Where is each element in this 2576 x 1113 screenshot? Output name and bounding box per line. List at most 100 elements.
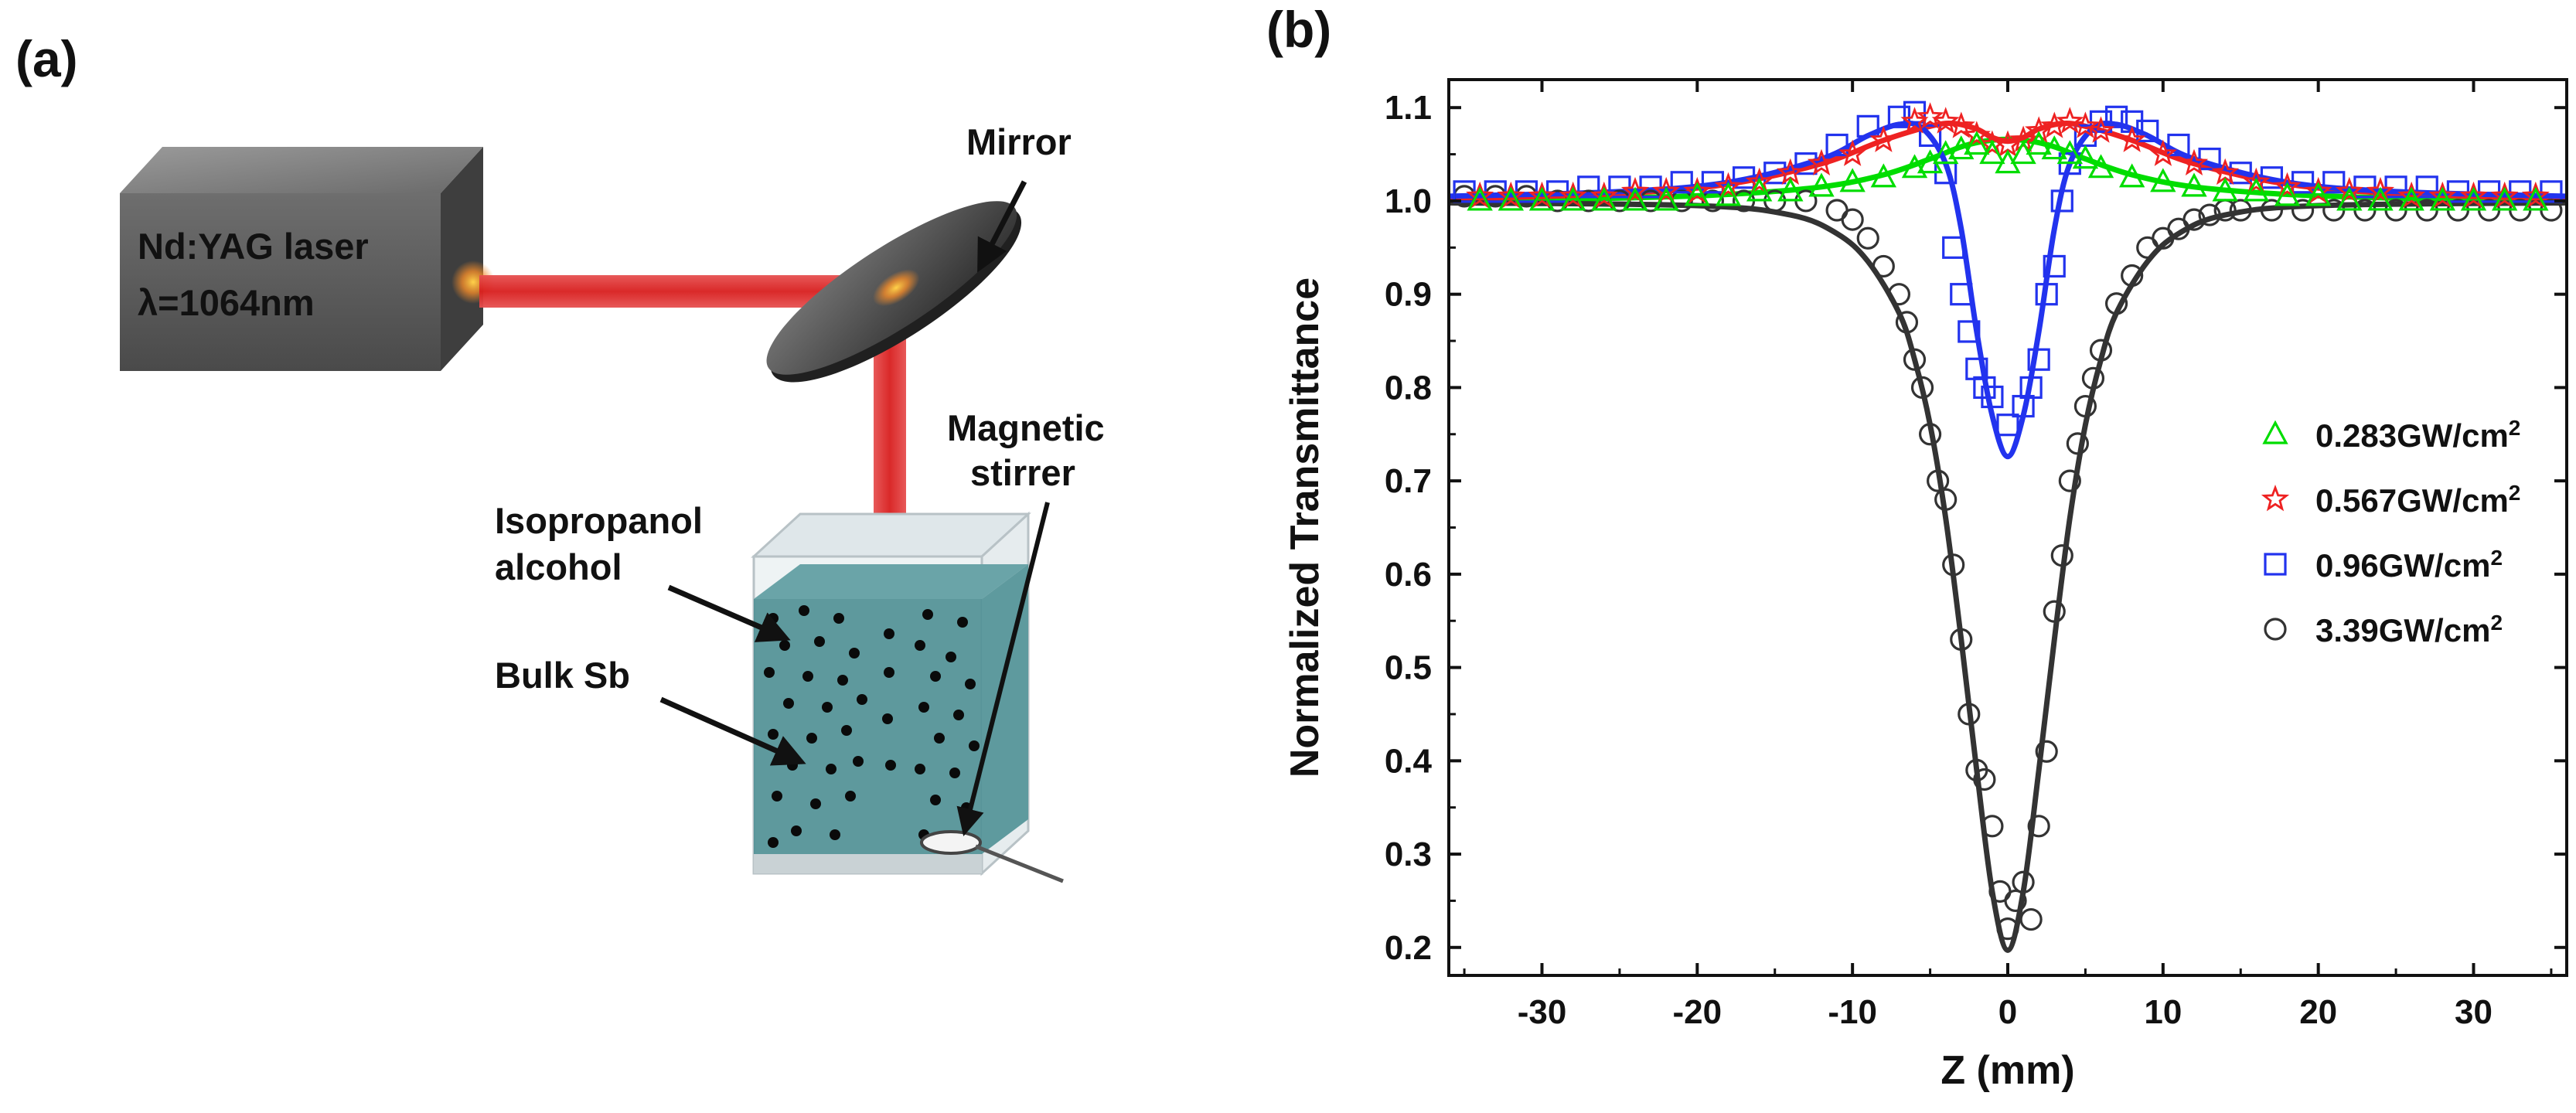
mirror-label: Mirror [966,121,1072,162]
liquid-front [754,599,982,854]
data-point-series-0 [2181,172,2207,197]
legend-marker-series-3 [2264,618,2287,641]
data-point-series-3 [2073,394,2097,418]
x-tick-label: -10 [1828,993,1877,1031]
data-point-series-1 [2335,176,2363,204]
data-point-series-3 [2004,889,2027,913]
data-point-series-3 [2121,264,2144,288]
fit-curve-series-2 [1448,121,2567,460]
laser-label-line1: Nd:YAG laser [138,226,369,267]
data-point-series-1 [2521,181,2550,209]
data-point-series-0 [1684,182,1711,206]
x-axis-title: Z (mm) [1941,1048,2074,1093]
data-point-series-2 [2104,105,2128,128]
data-point-series-1 [1745,167,1774,195]
data-point-series-1 [1931,107,1960,134]
data-point-series-2 [1996,414,2019,437]
data-point-series-0 [2274,182,2301,206]
data-point-series-3 [2104,292,2128,315]
data-point-series-3 [2050,544,2073,567]
data-point-series-3 [2260,199,2284,222]
x-tick-label: -20 [1673,993,1722,1031]
data-point-series-3 [1927,469,1950,492]
data-point-series-0 [2118,163,2145,188]
stirrer-label-line2: stirrer [970,452,1075,493]
target-label: Bulk Sb [495,655,630,696]
data-point-series-1 [1869,125,1898,152]
laser-label-line2: λ=1064nm [138,282,315,323]
data-point-series-1 [2148,139,2177,166]
y-tick-label: 0.7 [1385,462,1432,500]
data-point-series-3 [2027,815,2050,838]
data-point-series-3 [2089,339,2113,362]
data-point-series-3 [1942,553,1965,577]
data-point-series-0 [2429,186,2456,211]
data-point-series-1 [1947,111,1975,138]
data-point-series-1 [1838,139,1867,166]
data-point-series-3 [2012,870,2035,893]
data-point-series-0 [2367,186,2394,211]
data-point-series-0 [2072,145,2099,169]
data-point-series-1 [2366,176,2395,204]
data-point-series-3 [2035,740,2058,763]
data-point-series-1 [1962,121,1991,148]
data-point-series-1 [2397,181,2426,209]
data-point-series-3 [2043,600,2066,623]
data-point-series-3 [1903,348,1927,371]
data-point-series-0 [2087,154,2114,179]
liquid-side [982,564,1028,854]
solvent-label-line2: alcohol [495,546,622,587]
data-point-series-0 [1932,140,1959,165]
data-point-series-2 [2415,175,2438,199]
legend-label-text: 0.567GW/cm [2315,482,2509,519]
x-tick-label: -30 [1518,993,1567,1031]
data-point-series-0 [2041,135,2067,160]
data-point-series-0 [1498,186,1525,211]
data-point-series-0 [2243,177,2270,202]
fit-curves [1448,121,2567,953]
legend: 0.283GW/cm20.567GW/cm20.96GW/cm23.39GW/c… [2261,416,2520,648]
data-point-series-0 [1808,172,1835,197]
data-point-series-0 [1964,131,1990,155]
data-point-series-1 [1497,181,1525,209]
data-point-series-0 [2398,186,2424,211]
data-point-series-1 [2056,107,2084,134]
data-point-series-3 [1825,199,1849,222]
data-point-series-3 [2136,236,2159,259]
data-point-series-3 [1934,488,1958,511]
data-point-series-0 [2026,131,2052,155]
data-point-series-1 [1559,181,1587,209]
data-point-series-2 [2043,254,2066,278]
data-point-series-0 [1777,177,1804,202]
data-point-series-0 [2150,168,2176,192]
data-point-series-0 [2460,186,2487,211]
x-tick-label: 10 [2144,993,2182,1031]
legend-marker-series-0 [2262,420,2288,444]
data-point-series-3 [1895,311,1919,334]
data-point-series-0 [2336,186,2363,211]
data-point-series-2 [2167,133,2190,157]
x-tick-label: 20 [2299,993,2337,1031]
data-point-series-3 [2019,907,2043,931]
liquid-surface [754,564,1028,599]
data-point-series-2 [2012,394,2035,418]
data-point-series-0 [2491,186,2518,211]
data-points [1453,100,2563,941]
solvent-pointer-arrow [667,584,791,642]
data-point-series-2 [1856,114,1879,138]
data-point-series-1 [1714,172,1743,199]
panel-label-a: (a) [15,30,78,87]
legend-label-text: 0.96GW/cm [2315,547,2490,584]
data-point-series-0 [2056,140,2084,165]
y-axis-title: Normalized Transmittance [1283,277,1327,778]
data-point-series-1 [2118,125,2146,152]
data-point-series-2 [1577,175,1600,199]
data-point-series-1 [1466,181,1494,209]
cuvette-base [754,854,982,873]
legend-label-series-1: 0.567GW/cm2 [2315,481,2520,519]
panel-label-b: (b) [1266,1,1332,58]
data-point-series-1 [1900,107,1929,134]
y-tick-label: 0.2 [1385,929,1432,967]
data-point-series-0 [2305,182,2332,206]
